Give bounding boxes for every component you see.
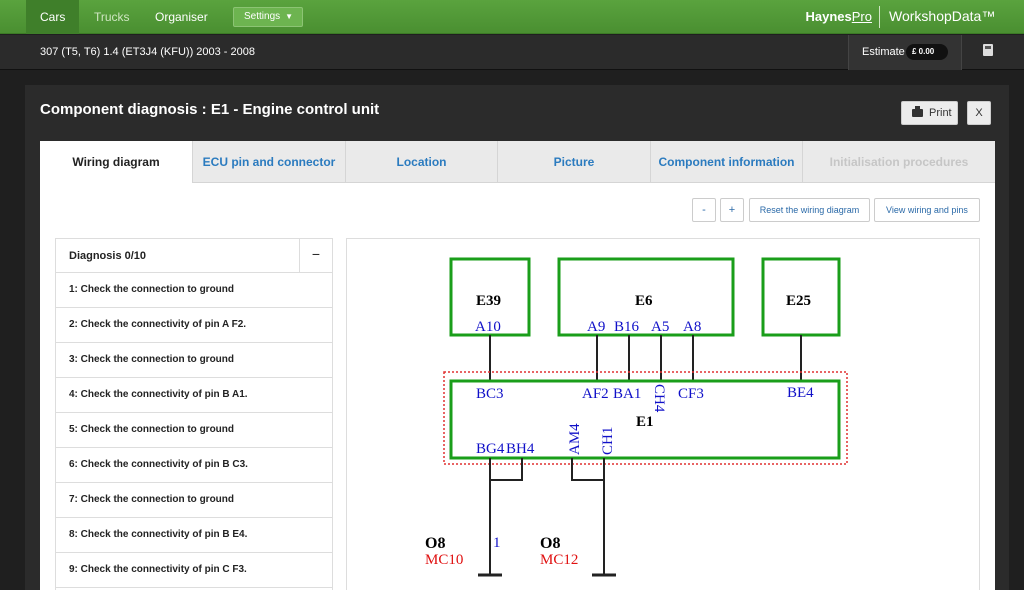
zoom-out-button[interactable]: -	[692, 198, 716, 222]
diagnosis-step[interactable]: 5: Check the connection to ground	[56, 413, 332, 448]
component-e6-box[interactable]	[557, 257, 735, 337]
diagnosis-step[interactable]: 4: Check the connectivity of pin B A1.	[56, 378, 332, 413]
component-e25-label: E25	[786, 293, 811, 309]
nav-cars[interactable]: Cars	[26, 0, 80, 34]
print-label: Print	[929, 107, 952, 119]
estimate-label: Estimate	[862, 46, 905, 58]
ground-1-code: MC10	[425, 552, 463, 568]
nav-trucks[interactable]: Trucks	[94, 10, 130, 24]
tab-component-information[interactable]: Component information	[650, 141, 802, 183]
haynes-pro-logo[interactable]: HaynesPro	[806, 9, 872, 24]
diagnosis-list: Diagnosis 0/10 − 1: Check the connection…	[55, 238, 333, 590]
pin-label: B16	[614, 319, 640, 335]
pin-label: A8	[683, 319, 701, 335]
tab-wiring-diagram[interactable]: Wiring diagram	[40, 141, 192, 184]
chevron-down-icon: ▼	[285, 12, 293, 21]
wiring-diagram[interactable]: E39 E6 E25 A10 A9 B16 A5 A8	[346, 238, 980, 590]
diagnosis-panel: Wiring diagram ECU pin and connector Loc…	[40, 141, 995, 590]
pin-label: BC3	[476, 386, 504, 402]
component-e6-label: E6	[635, 293, 653, 309]
tab-picture[interactable]: Picture	[497, 141, 650, 183]
ground-1-wire-label: 1	[493, 535, 501, 551]
collapse-toggle[interactable]: −	[299, 239, 332, 272]
estimate-box[interactable]: Estimate £ 0.00	[848, 35, 962, 70]
diagnosis-header: Diagnosis 0/10 −	[56, 239, 332, 273]
diagnosis-step[interactable]: 8: Check the connectivity of pin B E4.	[56, 518, 332, 553]
modal-title: Component diagnosis : E1 - Engine contro…	[40, 101, 380, 118]
pin-label: A9	[587, 319, 605, 335]
view-wiring-pins-button[interactable]: View wiring and pins	[874, 198, 980, 222]
pin-label: AM4	[567, 423, 583, 455]
diagnosis-title: Diagnosis 0/10	[69, 250, 147, 262]
brand-divider	[879, 6, 880, 28]
vehicle-title: 307 (T5, T6) 1.4 (ET3J4 (KFU)) 2003 - 20…	[40, 46, 255, 58]
pin-label: BE4	[787, 385, 814, 401]
component-e1-box[interactable]	[449, 379, 841, 460]
ground-2-name: O8	[540, 535, 560, 552]
wires-bottom	[489, 458, 605, 574]
diagnosis-step[interactable]: 3: Check the connection to ground	[56, 343, 332, 378]
pin-label: CH4	[651, 384, 667, 413]
settings-dropdown[interactable]: Settings ▼	[233, 7, 303, 27]
wiring-diagram-svg[interactable]: E39 E6 E25 A10 A9 B16 A5 A8	[347, 239, 980, 590]
calculator-icon[interactable]	[983, 44, 993, 56]
ground-2-code: MC12	[540, 552, 578, 568]
settings-label: Settings	[244, 11, 281, 22]
tab-initialisation-procedures: Initialisation procedures	[802, 141, 995, 183]
tab-ecu-pin-connector[interactable]: ECU pin and connector	[192, 141, 345, 183]
pin-label: CF3	[678, 386, 704, 402]
printer-icon	[912, 106, 923, 117]
close-button[interactable]: X	[967, 101, 991, 125]
component-e39-label: E39	[476, 293, 501, 309]
reset-wiring-diagram-button[interactable]: Reset the wiring diagram	[749, 198, 870, 222]
component-e1-label: E1	[636, 414, 654, 430]
nav-organiser[interactable]: Organiser	[155, 10, 208, 24]
pin-label: A5	[651, 319, 669, 335]
tab-bar: Wiring diagram ECU pin and connector Loc…	[40, 141, 995, 184]
diagnosis-step[interactable]: 9: Check the connectivity of pin C F3.	[56, 553, 332, 588]
pin-label: AF2	[582, 386, 609, 402]
pin-label: BH4	[506, 441, 535, 457]
print-button[interactable]: Print	[901, 101, 958, 125]
diagnosis-step[interactable]: 2: Check the connectivity of pin A F2.	[56, 308, 332, 343]
ground-1-name: O8	[425, 535, 445, 552]
pin-label: BA1	[613, 386, 641, 402]
estimate-value: £ 0.00	[906, 44, 948, 60]
zoom-in-button[interactable]: +	[720, 198, 744, 222]
brand-haynes: Haynes	[805, 9, 852, 24]
top-nav: Cars Trucks Organiser Settings ▼ HaynesP…	[0, 0, 1024, 34]
pin-label: BG4	[476, 441, 505, 457]
tab-location[interactable]: Location	[345, 141, 497, 183]
diagnosis-step[interactable]: 1: Check the connection to ground	[56, 273, 332, 308]
component-diagnosis-modal: Component diagnosis : E1 - Engine contro…	[25, 85, 1009, 590]
diagnosis-step[interactable]: 7: Check the connection to ground	[56, 483, 332, 518]
wires-top	[489, 335, 802, 382]
diagnosis-step[interactable]: 6: Check the connectivity of pin B C3.	[56, 448, 332, 483]
pin-label: A10	[475, 319, 501, 335]
workshopdata-logo: WorkshopData™	[889, 8, 996, 24]
pin-label: CH1	[600, 427, 616, 455]
brand-pro: Pro	[851, 9, 872, 24]
e1-boundary	[443, 371, 848, 465]
